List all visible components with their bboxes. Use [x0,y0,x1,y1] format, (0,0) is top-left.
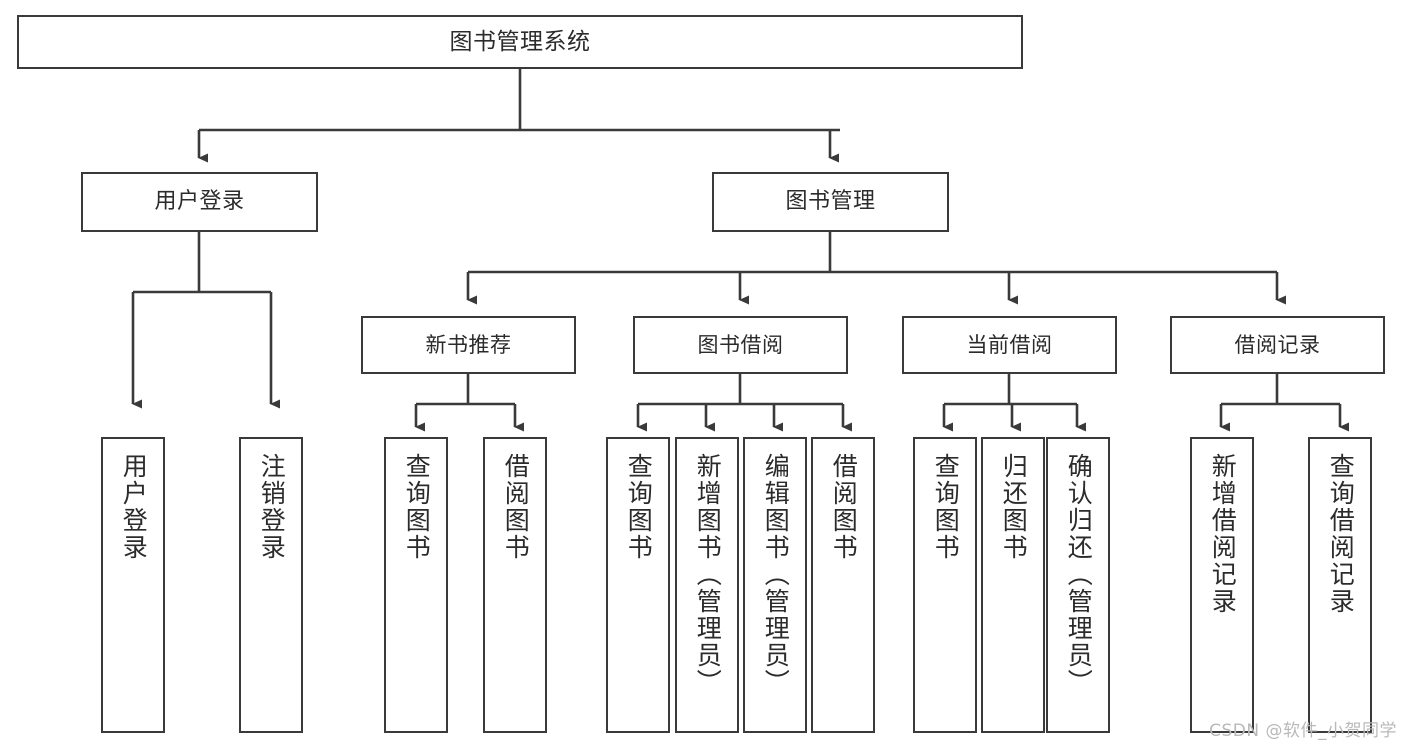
node-book-manage-label: 图书管理 [785,189,876,214]
node-book-borrow[interactable]: 图书借阅 [633,316,848,374]
node-new-book-recommend-label: 新书推荐 [425,332,512,357]
node-leaf-add-book[interactable]: 新增图书（管理员） [675,437,739,733]
csdn-watermark: CSDN @软件_小贺同学 [1209,721,1397,741]
node-leaf-confirm-return[interactable]: 确认归还（管理员） [1046,437,1110,733]
node-leaf-borrow-book-2[interactable]: 借阅图书 [811,437,875,733]
node-leaf-query-record[interactable]: 查询借阅记录 [1308,437,1372,733]
node-leaf-query-book-1[interactable]: 查询图书 [384,437,448,733]
node-leaf-user-login-label: 用户登录 [119,453,149,561]
node-user-login-label: 用户登录 [154,189,245,214]
node-new-book-recommend[interactable]: 新书推荐 [361,316,576,374]
node-borrow-record-label: 借阅记录 [1234,332,1321,357]
node-user-login[interactable]: 用户登录 [81,172,318,232]
node-leaf-user-logout[interactable]: 注销登录 [239,437,303,733]
node-leaf-query-book-3[interactable]: 查询图书 [913,437,977,733]
node-leaf-add-record[interactable]: 新增借阅记录 [1190,437,1254,733]
node-leaf-borrow-book-1-label: 借阅图书 [501,453,531,561]
node-leaf-query-book-2-label: 查询图书 [624,453,654,561]
node-leaf-query-book-2[interactable]: 查询图书 [606,437,670,733]
node-leaf-query-record-label: 查询借阅记录 [1326,453,1356,615]
node-leaf-confirm-return-label: 确认归还（管理员） [1064,453,1094,696]
node-leaf-edit-book-label: 编辑图书（管理员） [761,453,791,696]
node-leaf-borrow-book-2-label: 借阅图书 [829,453,859,561]
node-borrow-record[interactable]: 借阅记录 [1170,316,1385,374]
node-leaf-return-book-label: 归还图书 [999,453,1029,561]
node-leaf-add-record-label: 新增借阅记录 [1208,453,1238,615]
node-current-borrow[interactable]: 当前借阅 [902,316,1117,374]
node-leaf-user-logout-label: 注销登录 [257,453,287,561]
node-book-manage[interactable]: 图书管理 [712,172,949,232]
node-leaf-add-book-label: 新增图书（管理员） [693,453,723,696]
node-leaf-edit-book[interactable]: 编辑图书（管理员） [743,437,807,733]
node-root-label: 图书管理系统 [449,28,591,55]
node-leaf-borrow-book-1[interactable]: 借阅图书 [483,437,547,733]
node-root[interactable]: 图书管理系统 [17,15,1023,69]
node-current-borrow-label: 当前借阅 [966,332,1053,357]
node-leaf-query-book-1-label: 查询图书 [402,453,432,561]
node-leaf-return-book[interactable]: 归还图书 [981,437,1045,733]
node-leaf-query-book-3-label: 查询图书 [931,453,961,561]
node-leaf-user-login[interactable]: 用户登录 [101,437,165,733]
node-book-borrow-label: 图书借阅 [697,332,784,357]
